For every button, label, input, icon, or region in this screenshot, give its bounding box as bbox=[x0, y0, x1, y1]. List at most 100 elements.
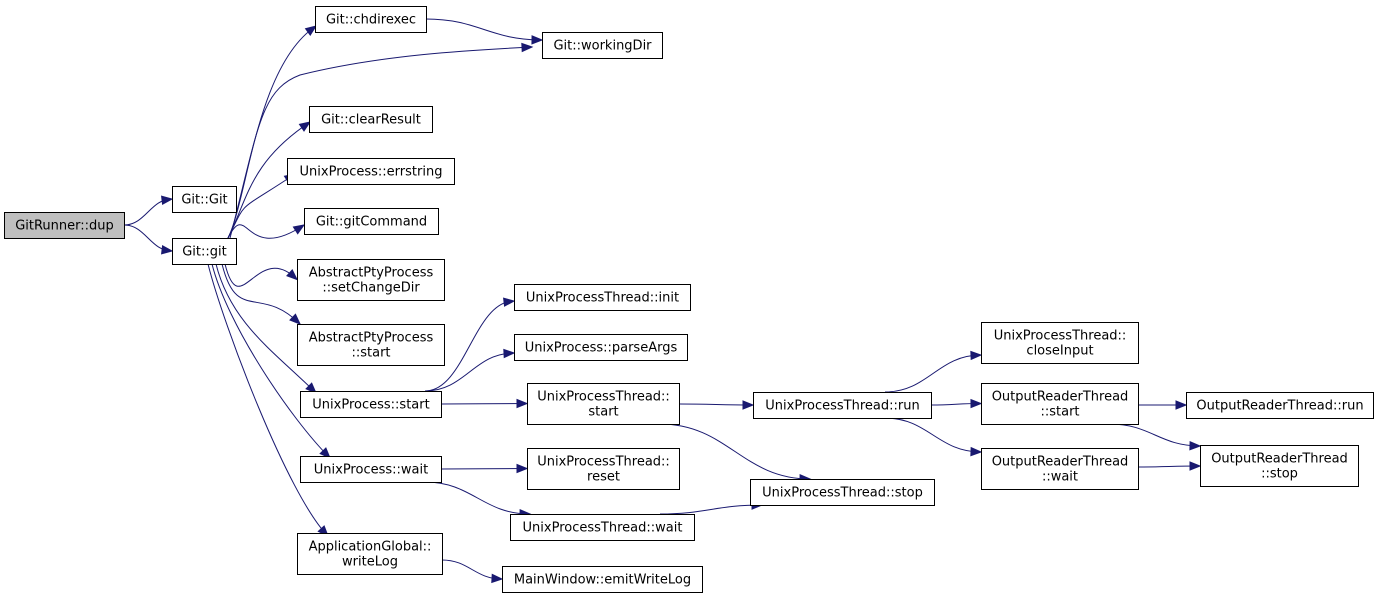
edge-line bbox=[207, 263, 329, 537]
edge-git_git-to-git_gitcommand bbox=[227, 224, 306, 239]
node-box bbox=[753, 392, 932, 419]
edge-line bbox=[211, 263, 331, 459]
node-abstractpty-start[interactable]: AbstractPtyProcess::start bbox=[297, 324, 445, 366]
node-unixprocess-wait[interactable]: UnixProcess::wait bbox=[300, 456, 442, 483]
node-upt-closeinput[interactable]: UnixProcessThread::closeInput bbox=[981, 322, 1139, 364]
node-git-git[interactable]: Git::git bbox=[172, 238, 237, 265]
node-gitrunner-dup[interactable]: GitRunner::dup bbox=[4, 212, 125, 239]
node-label: reset bbox=[587, 470, 620, 485]
node-label: UnixProcessThread:: bbox=[994, 329, 1127, 344]
edge-unixprocess_start-to-upt_start bbox=[440, 398, 529, 409]
node-label: Git::Git bbox=[181, 193, 227, 208]
arrow-head bbox=[1189, 461, 1202, 471]
edge-line bbox=[424, 481, 531, 515]
node-mainwindow-emitwritelog[interactable]: MainWindow::emitWriteLog bbox=[502, 566, 703, 593]
node-unixprocess-parseargs[interactable]: UnixProcess::parseArgs bbox=[514, 334, 688, 361]
edge-line bbox=[221, 263, 301, 325]
node-label: ::start bbox=[1040, 405, 1079, 420]
edge-line bbox=[227, 173, 296, 239]
node-box bbox=[297, 259, 445, 301]
node-git-workingdir[interactable]: Git::workingDir bbox=[542, 32, 663, 59]
arrow-head bbox=[292, 224, 306, 235]
node-label: ::stop bbox=[1261, 467, 1298, 482]
node-upt-start[interactable]: UnixProcessThread::start bbox=[527, 383, 680, 425]
edge-ort_wait-to-ort_stop bbox=[1137, 461, 1202, 471]
node-label: UnixProcess::wait bbox=[314, 463, 428, 478]
edge-line bbox=[425, 18, 543, 41]
edge-line bbox=[884, 354, 982, 393]
node-git-git-ctor[interactable]: Git::Git bbox=[172, 186, 237, 213]
edge-line bbox=[215, 263, 317, 394]
node-label: Git::clearResult bbox=[321, 113, 421, 128]
node-upt-reset[interactable]: UnixProcessThread::reset bbox=[527, 448, 680, 490]
node-upt-init[interactable]: UnixProcessThread::init bbox=[514, 284, 691, 311]
node-upt-stop[interactable]: UnixProcessThread::stop bbox=[750, 479, 935, 506]
node-git-gitcommand[interactable]: Git::gitCommand bbox=[304, 208, 439, 235]
node-ort-run[interactable]: OutputReaderThread::run bbox=[1186, 392, 1374, 419]
edge-line bbox=[659, 423, 811, 480]
node-label: closeInput bbox=[1026, 344, 1093, 359]
arrow-head bbox=[742, 400, 755, 410]
edge-git_chdirexec-to-git_workingdir bbox=[425, 18, 544, 45]
arrow-head bbox=[161, 195, 174, 205]
edge-upt_run-to-ort_start bbox=[930, 398, 983, 409]
node-box bbox=[514, 334, 688, 361]
arrow-head bbox=[319, 447, 331, 459]
edge-line bbox=[424, 352, 515, 392]
node-box bbox=[981, 448, 1139, 490]
node-box bbox=[1186, 392, 1374, 419]
edge-upt_run-to-ort_wait bbox=[884, 417, 983, 457]
node-box bbox=[304, 208, 439, 235]
node-label: OutputReaderThread bbox=[992, 390, 1129, 405]
node-box bbox=[502, 566, 703, 593]
edge-upt_wait-to-upt_stop bbox=[659, 500, 764, 515]
node-abstractpty-setchangedir[interactable]: AbstractPtyProcess::setChangeDir bbox=[297, 259, 445, 301]
arrow-head bbox=[286, 268, 298, 281]
node-box bbox=[172, 186, 237, 213]
node-label: UnixProcessThread::init bbox=[526, 291, 679, 306]
edge-line bbox=[424, 300, 515, 392]
node-label: UnixProcessThread:: bbox=[537, 455, 670, 470]
node-label: ::start bbox=[351, 346, 390, 361]
node-git-clearresult[interactable]: Git::clearResult bbox=[309, 106, 433, 133]
node-label: UnixProcess::errstring bbox=[300, 165, 443, 180]
arrow-head bbox=[1189, 440, 1202, 451]
edge-unixprocess_start-to-unixprocess_parseargs bbox=[424, 348, 516, 392]
edge-gitrunner_dup-to-git_git bbox=[123, 224, 174, 255]
edge-upt_run-to-upt_closeinput bbox=[884, 350, 983, 393]
node-unixprocess-start[interactable]: UnixProcess::start bbox=[300, 391, 442, 418]
node-label: GitRunner::dup bbox=[15, 219, 114, 234]
edge-git_git-to-unixprocess_wait bbox=[211, 263, 331, 459]
edge-git_git-to-abstractpty_setchangedir bbox=[224, 263, 298, 287]
node-box bbox=[510, 514, 695, 541]
edge-git_git-to-git_chdirexec bbox=[227, 25, 318, 239]
edge-ort_start-to-ort_run bbox=[1138, 400, 1188, 410]
node-ort-wait[interactable]: OutputReaderThread::wait bbox=[981, 448, 1139, 490]
edge-line bbox=[678, 403, 754, 406]
edge-git_git-to-git_workingdir bbox=[229, 42, 534, 239]
node-label: AbstractPtyProcess bbox=[309, 331, 434, 346]
node-ort-stop[interactable]: OutputReaderThread::stop bbox=[1200, 445, 1359, 487]
node-upt-run[interactable]: UnixProcessThread::run bbox=[753, 392, 932, 419]
node-git-chdirexec[interactable]: Git::chdirexec bbox=[315, 6, 427, 33]
node-box bbox=[527, 448, 680, 490]
edge-line bbox=[440, 468, 528, 470]
node-unixprocess-errstring[interactable]: UnixProcess::errstring bbox=[287, 158, 455, 185]
node-ort-start[interactable]: OutputReaderThread::start bbox=[981, 383, 1139, 425]
arrow-head bbox=[970, 350, 983, 361]
arrow-head bbox=[516, 398, 529, 409]
arrow-head bbox=[521, 42, 534, 53]
arrow-head bbox=[970, 446, 983, 457]
node-box bbox=[300, 391, 442, 418]
edge-line bbox=[659, 504, 763, 515]
node-appglobal-writelog[interactable]: ApplicationGlobal::writeLog bbox=[297, 533, 443, 575]
node-label: writeLog bbox=[342, 555, 398, 570]
node-label: UnixProcessThread:: bbox=[537, 390, 670, 405]
node-box bbox=[1200, 445, 1359, 487]
node-upt-wait[interactable]: UnixProcessThread::wait bbox=[510, 514, 695, 541]
arrow-head bbox=[161, 245, 174, 255]
node-label: UnixProcess::parseArgs bbox=[525, 341, 678, 356]
node-label: ::wait bbox=[1042, 470, 1078, 485]
arrow-head bbox=[503, 348, 516, 359]
